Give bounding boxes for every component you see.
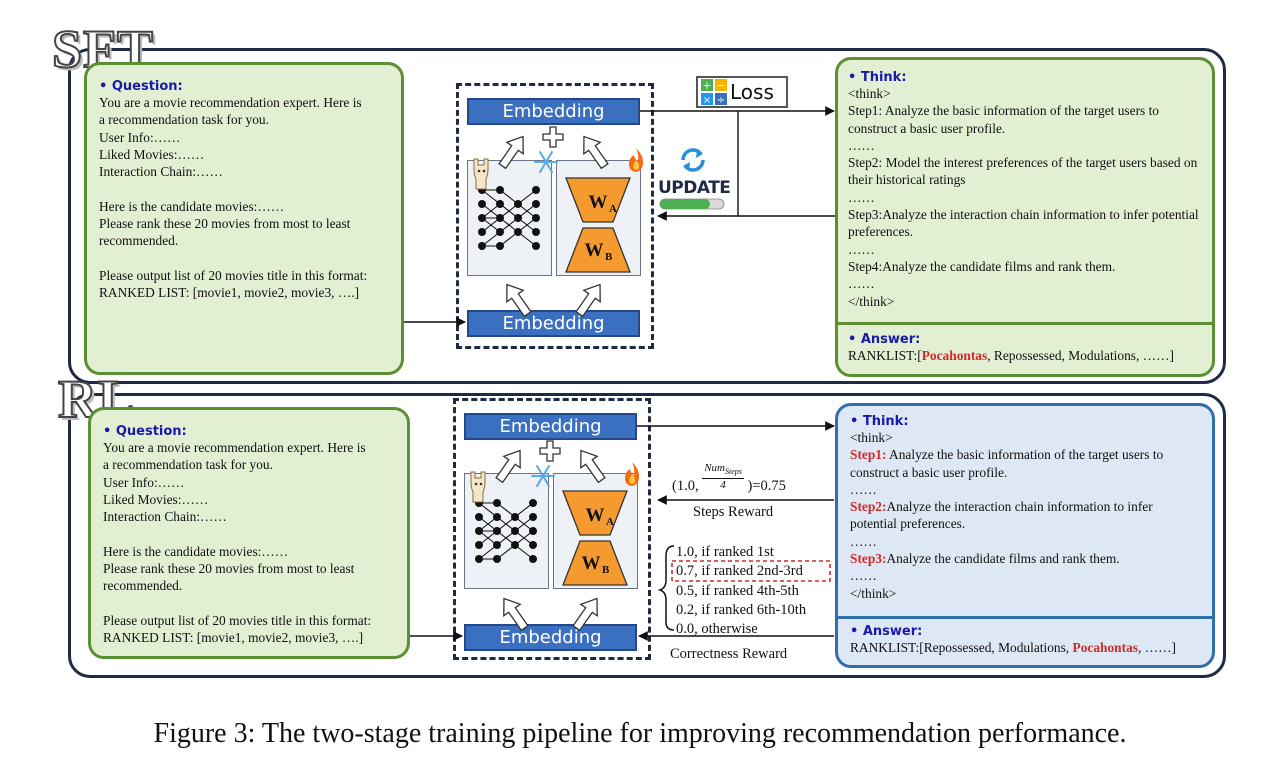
sft-embedding-bottom: Embedding bbox=[467, 310, 640, 337]
rl-step2: Step2:Analyze the interaction chain info… bbox=[850, 499, 1153, 532]
sft-answer-text: RANKLIST:[Pocahontas, Repossessed, Modul… bbox=[848, 348, 1174, 363]
rl-think-box: • Think: <think> Step1: Analyze the basi… bbox=[835, 403, 1215, 668]
steps-reward-label: Steps Reward bbox=[693, 504, 774, 520]
sft-question-title: • Question: bbox=[99, 79, 183, 94]
rl-think-open: <think> bbox=[850, 430, 893, 445]
sft-think-line-3: Step2: Model the interest preferences of… bbox=[848, 155, 1198, 188]
sft-question-box: • Question: You are a movie recommendati… bbox=[84, 62, 404, 375]
rl-embedding-top: Embedding bbox=[464, 413, 637, 440]
sft-think-line-1: Step1: Analyze the basic information of … bbox=[848, 103, 1160, 136]
calculator-icon: + − × ÷ bbox=[701, 79, 727, 106]
rl-embedding-bottom: Embedding bbox=[464, 624, 637, 651]
sft-frozen-panel bbox=[467, 160, 552, 276]
sft-embedding-top: Embedding bbox=[467, 98, 640, 125]
rl-dots-3: …… bbox=[850, 568, 877, 584]
rl-dots-2: …… bbox=[850, 533, 877, 549]
sft-think-line-2: …… bbox=[848, 137, 875, 153]
correctness-item-3: 0.2, if ranked 6th-10th bbox=[676, 602, 807, 618]
rl-frozen-panel bbox=[464, 473, 549, 589]
correctness-item-0: 1.0, if ranked 1st bbox=[676, 544, 774, 560]
sft-think-line-5: Step3:Analyze the interaction chain info… bbox=[848, 207, 1199, 240]
rl-model-box bbox=[453, 398, 651, 660]
rl-question-box: • Question: You are a movie recommendati… bbox=[88, 407, 410, 659]
sft-think-line-9: </think> bbox=[848, 293, 895, 309]
svg-text:+: + bbox=[702, 79, 711, 92]
sft-lora-panel bbox=[556, 160, 641, 276]
steps-reward-formula: (1.0, NumSteps 4 )=0.75 bbox=[672, 462, 786, 495]
loss-label: Loss bbox=[730, 80, 774, 104]
rl-think-title: • Think: bbox=[850, 414, 909, 429]
sft-think-title: • Think: bbox=[848, 70, 907, 85]
svg-text:×: × bbox=[703, 95, 711, 106]
rl-answer-text: RANKLIST:[Repossessed, Modulations, Poca… bbox=[850, 640, 1176, 655]
svg-text:−: − bbox=[716, 79, 725, 92]
sft-model-box bbox=[456, 83, 654, 349]
sft-think-divider bbox=[838, 322, 1212, 325]
sft-answer-title: • Answer: bbox=[848, 332, 921, 347]
correctness-item-2: 0.5, if ranked 4th-5th bbox=[676, 583, 799, 599]
rl-think-close: </think> bbox=[850, 585, 897, 601]
correctness-item-4: 0.0, otherwise bbox=[676, 621, 758, 637]
sft-think-line-0: <think> bbox=[848, 86, 891, 101]
rl-question-text: You are a movie recommendation expert. H… bbox=[103, 440, 372, 646]
correctness-reward-label: Correctness Reward bbox=[670, 646, 788, 662]
rl-question-title: • Question: bbox=[103, 424, 187, 439]
rl-step1: Step1: Analyze the basic information of … bbox=[850, 447, 1164, 480]
update-label: UPDATE bbox=[658, 178, 731, 198]
rl-dots-1: …… bbox=[850, 481, 877, 497]
sft-think-line-7: Step4:Analyze the candidate films and ra… bbox=[848, 258, 1116, 274]
rl-answer-title: • Answer: bbox=[850, 624, 923, 639]
svg-text:÷: ÷ bbox=[717, 95, 725, 106]
sft-think-line-8: …… bbox=[848, 276, 875, 292]
rl-lora-panel bbox=[553, 473, 638, 589]
figure-caption: Figure 3: The two-stage training pipelin… bbox=[153, 718, 1127, 749]
sft-answer-highlight: Pocahontas bbox=[921, 348, 988, 363]
rl-answer-highlight: Pocahontas bbox=[1072, 640, 1138, 655]
correctness-item-1: 0.7, if ranked 2nd-3rd bbox=[676, 563, 803, 579]
loss-badge: + − × ÷ Loss bbox=[696, 76, 788, 108]
sft-question-text: You are a movie recommendation expert. H… bbox=[99, 95, 368, 301]
rl-step3: Step3:Analyze the candidate films and ra… bbox=[850, 551, 1120, 567]
sft-think-line-6: …… bbox=[848, 241, 875, 257]
sft-think-box: • Think: <think> Step1: Analyze the basi… bbox=[835, 57, 1215, 377]
sft-think-line-4: …… bbox=[848, 189, 875, 205]
rl-think-divider bbox=[838, 616, 1212, 619]
